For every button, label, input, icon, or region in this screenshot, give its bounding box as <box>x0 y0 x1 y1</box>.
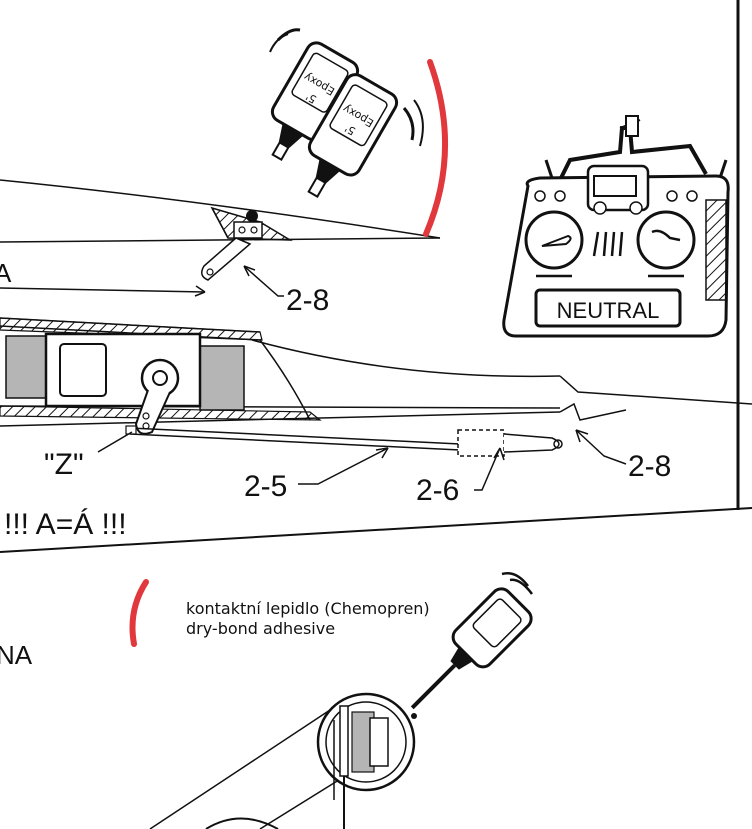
legend-line-1: kontaktní lepidlo (Chemopren) <box>186 599 430 618</box>
label-z-bend: "Z" <box>44 448 84 481</box>
label-2-6: 2-6 <box>416 474 459 507</box>
transmitter-icon: NEUTRAL <box>502 115 730 338</box>
control-horn-top <box>201 221 263 281</box>
hinge-detail <box>149 692 416 829</box>
transmitter-display: NEUTRAL <box>557 298 660 323</box>
connector-tube <box>457 429 563 457</box>
equality-note: !!! A=Á !!! <box>4 508 127 541</box>
label-a-left: A <box>0 258 12 288</box>
pushrod <box>125 425 461 451</box>
legend-line-2: dry-bond adhesive <box>186 619 335 638</box>
leader-2-6 <box>474 447 501 491</box>
section-divider <box>0 507 752 553</box>
adhesive-mark-top <box>423 59 448 237</box>
arrow-a <box>194 285 206 297</box>
glue-bottle-icon <box>410 572 533 719</box>
label-2-8-top: 2-8 <box>286 284 329 317</box>
leader-2-8-top <box>243 265 284 297</box>
label-2-8-right: 2-8 <box>628 450 671 483</box>
label-na-left: NA <box>0 640 33 670</box>
servo <box>5 332 245 435</box>
label-2-5: 2-5 <box>244 470 287 503</box>
adhesive-mark-icon <box>129 579 149 647</box>
leader-2-5 <box>298 447 389 485</box>
stabilizer-top <box>0 179 441 293</box>
epoxy-bottles-icon: Epoxy 5' Epoxy 5' <box>246 28 424 222</box>
leader-2-8-right <box>575 429 627 465</box>
